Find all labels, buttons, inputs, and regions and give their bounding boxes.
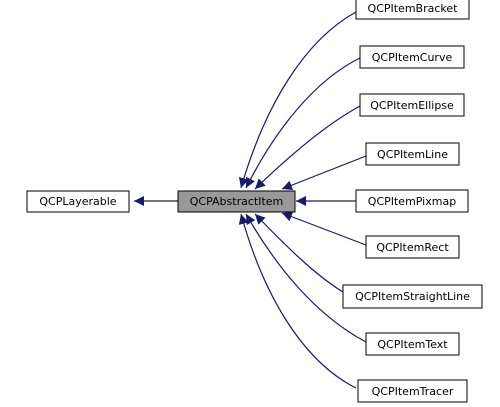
node-qcpitembracket[interactable]: QCPItemBracket bbox=[355, 0, 470, 20]
node-label: QCPItemLine bbox=[377, 148, 448, 161]
edge-qcpitemellipse bbox=[254, 105, 361, 190]
node-label: QCPItemPixmap bbox=[368, 195, 456, 208]
edge-qcpitemline bbox=[281, 155, 367, 190]
edge-qcpitembracket bbox=[238, 11, 357, 189]
node-label: QCPAbstractItem bbox=[190, 195, 283, 208]
node-qcpitemstraightline[interactable]: QCPItemStraightLine bbox=[342, 284, 483, 309]
node-qcpitempixmap[interactable]: QCPItemPixmap bbox=[355, 189, 469, 213]
node-label: QCPItemText bbox=[377, 338, 448, 351]
node-qcpitemcurve[interactable]: QCPItemCurve bbox=[359, 45, 465, 69]
node-label: QCPItemBracket bbox=[368, 2, 459, 15]
edge-qcpitemtext bbox=[245, 213, 367, 343]
node-label: QCPItemTracer bbox=[372, 385, 454, 398]
node-qcpitemtext[interactable]: QCPItemText bbox=[365, 332, 460, 356]
node-qcpitemellipse[interactable]: QCPItemEllipse bbox=[359, 93, 465, 117]
edge-qcpitemrect bbox=[281, 211, 367, 246]
node-label: QCPItemCurve bbox=[372, 51, 453, 64]
edge-qcpitemstraightline bbox=[254, 213, 344, 293]
node-label: QCPItemEllipse bbox=[370, 99, 454, 112]
node-qcpabstractitem: QCPAbstractItem bbox=[177, 190, 296, 213]
node-qcplayerable[interactable]: QCPLayerable bbox=[26, 190, 130, 213]
node-qcpitemtracer[interactable]: QCPItemTracer bbox=[357, 379, 468, 403]
node-label: QCPItemStraightLine bbox=[355, 290, 470, 303]
node-qcpitemline[interactable]: QCPItemLine bbox=[365, 142, 460, 166]
edges bbox=[134, 11, 367, 389]
node-label: QCPLayerable bbox=[39, 195, 116, 208]
edge-qcpitemcurve bbox=[245, 57, 361, 189]
nodes: QCPLayerable QCPAbstractItem QCPItemBrac… bbox=[26, 0, 483, 403]
edge-qcpitemtracer bbox=[238, 213, 357, 389]
node-label: QCPItemRect bbox=[376, 241, 449, 254]
node-qcpitemrect[interactable]: QCPItemRect bbox=[365, 235, 460, 259]
